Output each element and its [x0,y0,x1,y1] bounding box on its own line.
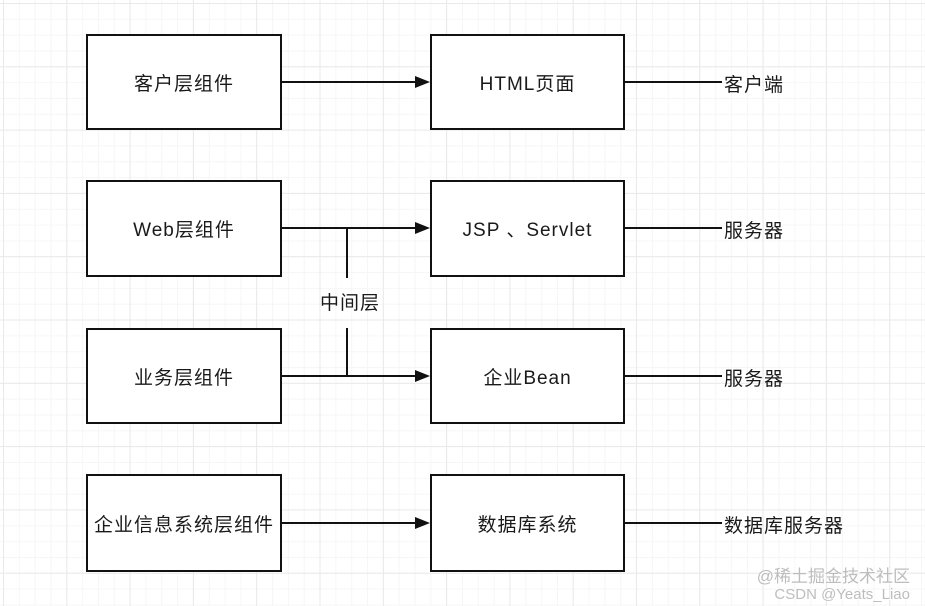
arrowhead [415,222,430,234]
node-label: 客户层组件 [133,73,234,95]
node-jsp-servlet: JSP 、Servlet [430,180,625,277]
edge-eis-to-database [282,522,415,524]
edge-business-to-bean [282,375,415,377]
edge-client-to-html [282,81,415,83]
node-business-layer-component: 业务层组件 [86,328,282,424]
edge-bean-to-server-label [625,375,722,377]
edge-jsp-to-server-label [625,227,722,229]
node-web-layer-component: Web层组件 [86,180,282,277]
node-enterprise-bean: 企业Bean [430,328,625,424]
tier-label-server-business: 服务器 [724,369,785,390]
node-label: 数据库系统 [477,514,578,536]
arrowhead [415,517,430,529]
node-label: 企业信息系统层组件 [93,514,274,536]
middle-tier-connector-top [346,228,348,278]
arrowhead [415,370,430,382]
node-database-system: 数据库系统 [430,474,625,572]
tier-label-server-web: 服务器 [724,221,785,242]
watermark-community: @稀土掘金技术社区 [756,566,910,586]
node-client-layer-component: 客户层组件 [86,34,282,130]
tier-label-database-server: 数据库服务器 [724,516,845,537]
watermark-author: CSDN @Yeats_Liao [774,585,910,603]
node-label: JSP 、Servlet [462,220,593,241]
node-html-page: HTML页面 [430,34,625,130]
middle-tier-connector-bottom [346,328,348,377]
node-eis-layer-component: 企业信息系统层组件 [86,474,282,572]
node-label: HTML页面 [479,73,576,95]
tier-label-client: 客户端 [724,75,785,96]
middle-tier-label: 中间层 [319,293,380,314]
watermark: @稀土掘金技术社区 CSDN @Yeats_Liao [756,566,910,603]
node-label: 业务层组件 [133,367,234,389]
edge-web-to-jsp [282,227,415,229]
edge-database-to-server-label [625,522,722,524]
arrowhead [415,76,430,88]
node-label: Web层组件 [133,220,235,241]
node-label: 企业Bean [483,367,572,389]
edge-html-to-client-label [625,81,722,83]
